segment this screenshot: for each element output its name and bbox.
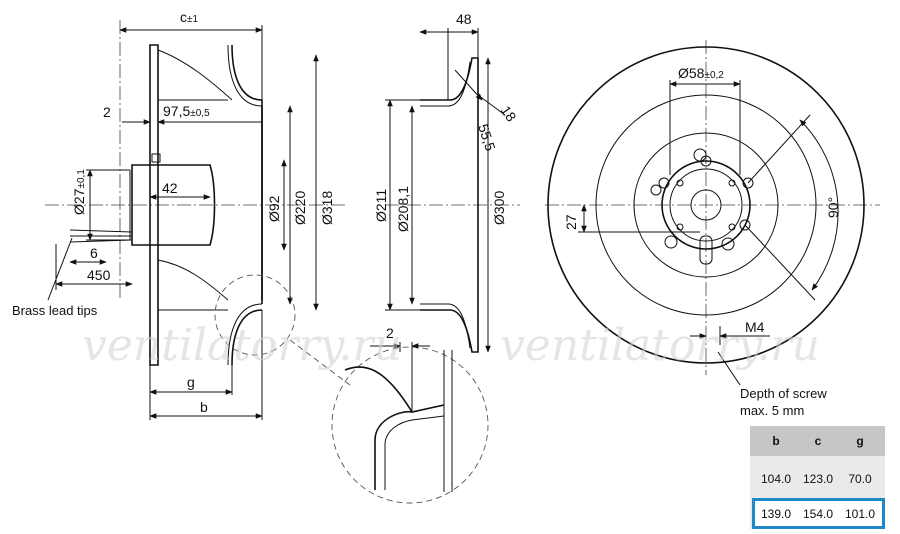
table-cell: 104.0 [760, 472, 792, 486]
dim-2-detail: 2 [386, 325, 394, 341]
dim-92-label: Ø92 [266, 195, 282, 222]
dim-27-front-label: 27 [563, 214, 579, 230]
dim-211-label: Ø211 [373, 189, 389, 222]
dim-318-label: Ø318 [319, 191, 335, 225]
table-cell: 123.0 [802, 472, 834, 486]
dim-220-label: Ø220 [292, 191, 308, 225]
dim-b-label: b [200, 399, 208, 415]
table-header-g: g [856, 434, 864, 448]
dimension-table: b c g 104.0 123.0 70.0 139.0 154.0 101.0 [750, 426, 885, 529]
table-row-selected[interactable] [752, 498, 885, 529]
dim-208-label: Ø208,1 [395, 186, 411, 232]
dim-27-label: Ø27±0,1 [71, 169, 87, 215]
side-view: c±1 2 97,5±0,5 Ø27±0,1 42 Ø92 Ø220 Ø318 … [12, 9, 351, 420]
dim-6-label: 6 [90, 245, 98, 261]
table-header-b: b [772, 434, 780, 448]
bolt-hole-pattern [650, 148, 754, 265]
table-cell: 154.0 [802, 507, 834, 521]
table-header-c: c [814, 434, 822, 448]
table-cell: 101.0 [844, 507, 876, 521]
dim-2-left: 2 [103, 104, 111, 120]
dim-18-label: 18 [498, 103, 520, 125]
front-view: Ø58±0,2 27 90° M4 Depth of screw max. 5 … [545, 40, 880, 418]
dim-58-label: Ø58±0,2 [678, 65, 724, 81]
dim-g-label: g [187, 374, 195, 390]
dim-42-label: 42 [162, 180, 178, 196]
table-cell: 139.0 [760, 507, 792, 521]
watermark-right: ventilatorry.ru [500, 320, 820, 371]
note-screw-depth-2: max. 5 mm [740, 403, 804, 418]
dim-m4-label: M4 [745, 319, 765, 335]
dim-97-label: 97,5±0,5 [163, 103, 210, 119]
note-screw-depth-1: Depth of screw [740, 386, 827, 401]
table-cell: 70.0 [848, 472, 872, 486]
dim-c-label: c±1 [180, 9, 198, 25]
watermark-left: ventilatorry.ru [82, 320, 402, 371]
detail-view: 2 [331, 325, 489, 504]
dim-48-label: 48 [456, 11, 472, 27]
dim-300-label: Ø300 [491, 191, 507, 225]
table-header [750, 426, 885, 456]
dim-450-label: 450 [87, 267, 111, 283]
section-view: 48 18 55,5 Ø211 Ø208,1 Ø300 [373, 11, 520, 353]
note-brass-lead-tips: Brass lead tips [12, 303, 98, 318]
dim-90-label: 90° [825, 197, 841, 218]
